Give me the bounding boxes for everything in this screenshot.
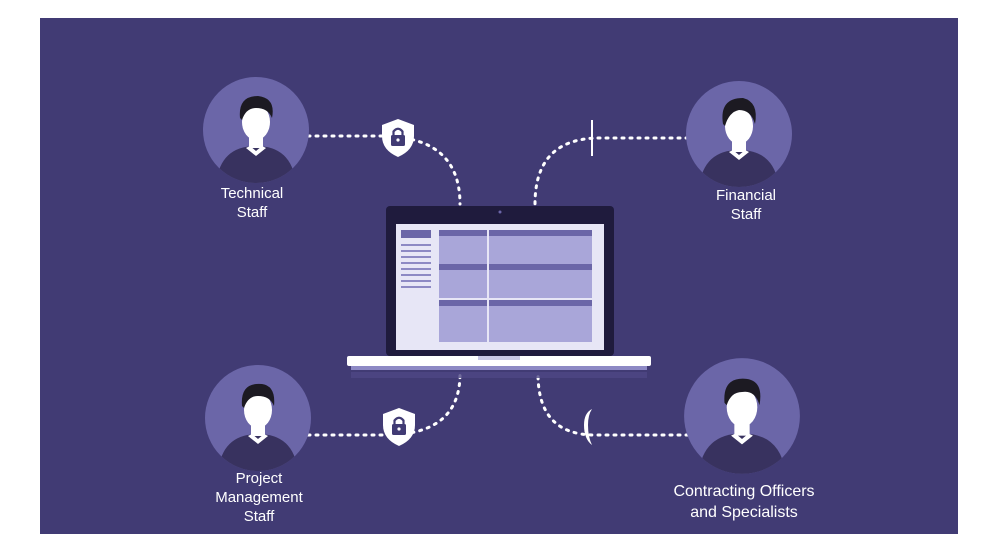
connector-financial xyxy=(533,136,690,206)
connector-contracting xyxy=(536,372,690,437)
laptop-icon xyxy=(345,204,653,389)
person-financial-staff xyxy=(685,80,793,188)
connector-technical xyxy=(306,134,462,206)
person-contracting-officers xyxy=(683,357,801,475)
shield-rotating-icon xyxy=(582,407,596,452)
diagram-panel: Technical Staff Financial Staff xyxy=(40,18,958,534)
person-technical-staff xyxy=(202,76,310,184)
shield-lock-icon xyxy=(381,407,417,452)
shield-lock-icon xyxy=(380,118,416,163)
person-avatar-icon xyxy=(684,358,800,474)
person-project-management-staff xyxy=(204,364,312,472)
label-contracting-officers: Contracting Officers and Specialists xyxy=(673,483,815,521)
shield-rotating-icon xyxy=(588,118,596,163)
person-avatar-icon xyxy=(686,81,792,187)
label-financial-staff: Financial Staff xyxy=(715,187,777,223)
label-technical-staff: Technical Staff xyxy=(220,185,284,221)
person-avatar-icon xyxy=(205,365,311,471)
person-avatar-icon xyxy=(203,77,309,183)
label-project-management-staff: Project Management Staff xyxy=(215,470,303,525)
